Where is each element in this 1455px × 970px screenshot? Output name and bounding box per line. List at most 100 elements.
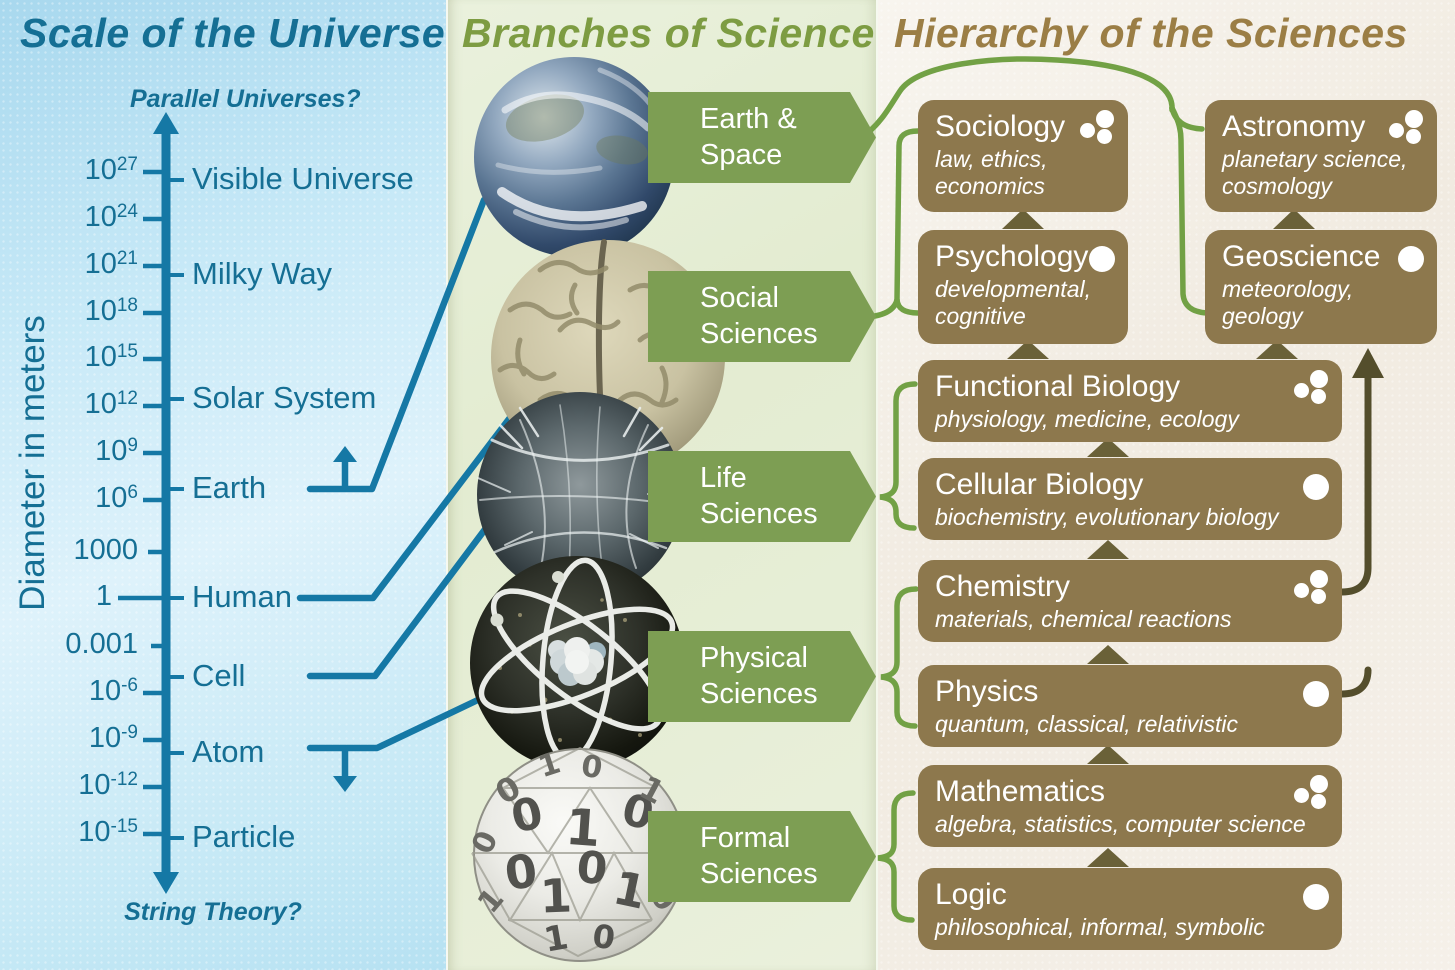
box-title: Cellular Biology <box>935 468 1144 501</box>
box-subtitle: materials, chemical reactions <box>935 606 1232 632</box>
life-brace <box>879 381 918 531</box>
box-title: Astronomy <box>1222 110 1366 143</box>
tick-1e6: 106 <box>95 482 138 514</box>
svg-text:0: 0 <box>590 917 617 958</box>
single-dot-icon <box>1303 474 1329 500</box>
label-human: Human <box>192 579 292 614</box>
box-title: Geoscience <box>1222 240 1381 273</box>
box-title: Mathematics <box>935 775 1106 808</box>
box-functional-biology: Functional Biology physiology, medicine,… <box>918 360 1342 442</box>
multi-dot-icon <box>1294 775 1330 811</box>
svg-text:0: 0 <box>501 843 540 901</box>
physical-brace <box>880 586 919 729</box>
box-astronomy: Astronomy planetary science, cosmology <box>1205 100 1437 212</box>
label-atom: Atom <box>192 734 265 769</box>
box-title: Psychology <box>935 240 1089 273</box>
tick-1000: 1000 <box>73 534 138 566</box>
label-earth: Earth <box>192 470 267 505</box>
scale-title: Scale of the Universe <box>20 10 446 56</box>
scale-to-image-connectors <box>296 196 516 781</box>
tick-1e-12: 10-12 <box>78 769 138 801</box>
earth-photo <box>474 57 674 257</box>
box-title: Logic <box>935 878 1007 911</box>
tick-1e-6: 10-6 <box>88 675 138 707</box>
social-bracket-top <box>894 128 921 303</box>
box-subtitle: law, ethics, economics <box>935 146 1048 199</box>
box-psychology: Psychology developmental, cognitive <box>918 230 1128 344</box>
box-subtitle: meteorology, geology <box>1222 276 1354 329</box>
banner-line: Sciences <box>700 318 818 350</box>
multi-dot-icon <box>1294 370 1330 406</box>
svg-text:0: 0 <box>574 842 610 896</box>
atom-connector-line <box>306 684 507 752</box>
label-solar-system: Solar System <box>192 380 377 415</box>
earth-space-arc <box>862 56 1175 138</box>
box-subtitle: developmental, cognitive <box>935 276 1091 329</box>
box-title: Functional Biology <box>935 370 1181 403</box>
svg-text:1: 1 <box>539 868 573 923</box>
single-dot-icon <box>1303 681 1329 707</box>
banner-line: Space <box>700 139 783 171</box>
label-milky-way: Milky Way <box>192 256 333 291</box>
svg-text:1: 1 <box>564 798 603 858</box>
tick-1: 1 <box>95 580 112 612</box>
tick-1e18: 1018 <box>84 295 138 327</box>
banner-line: Social <box>700 282 779 314</box>
cell-micrograph <box>477 392 683 598</box>
single-dot-icon <box>1303 884 1329 910</box>
earth-connector-line <box>306 196 488 493</box>
tick-1e24: 1024 <box>84 201 138 233</box>
tick-1e-15: 10-15 <box>78 816 138 848</box>
geoscience-hook <box>1169 105 1210 316</box>
multi-dot-icon <box>1389 110 1425 146</box>
label-visible-universe: Visible Universe <box>192 161 414 196</box>
box-subtitle: quantum, classical, relativistic <box>935 711 1238 737</box>
social-bracket-bottom <box>894 297 921 316</box>
banner-line: Sciences <box>700 678 818 710</box>
box-logic: Logic philosophical, informal, symbolic <box>918 868 1342 950</box>
banner-earth-space: Earth & Space <box>648 92 876 183</box>
tick-1e15: 1015 <box>84 341 138 373</box>
box-chemistry: Chemistry materials, chemical reactions <box>918 560 1342 642</box>
cell-connector-line <box>306 524 490 680</box>
merge-arrow-head <box>1352 348 1384 378</box>
single-dot-icon <box>1089 246 1115 272</box>
tick-0001: 0.001 <box>65 628 138 660</box>
box-cellular-biology: Cellular Biology biochemistry, evolution… <box>918 458 1342 540</box>
axis-ticks-left <box>118 169 165 837</box>
svg-text:0: 0 <box>579 749 605 787</box>
hierarchy-title: Hierarchy of the Sciences <box>894 10 1408 56</box>
scale-axis <box>118 112 184 894</box>
single-dot-icon <box>1398 246 1424 272</box>
smaller-arrow-head <box>333 776 357 792</box>
human-connector-line <box>296 411 516 602</box>
box-sociology: Sociology law, ethics, economics <box>918 100 1128 212</box>
physical-to-geoscience-arrow <box>1338 372 1372 698</box>
banner-line: Sciences <box>700 858 818 890</box>
banner-line: Physical <box>700 642 808 674</box>
tick-1e27: 1027 <box>84 154 138 186</box>
box-title: Chemistry <box>935 570 1071 603</box>
formal-brace <box>877 790 916 923</box>
hierarchy-up-arrows <box>1002 209 1315 867</box>
tick-1e21: 1021 <box>84 248 138 280</box>
larger-arrow-head <box>333 446 357 462</box>
multi-dot-icon <box>1080 110 1116 146</box>
tick-1e12: 1012 <box>84 388 138 420</box>
axis-ticks-right <box>167 178 184 840</box>
label-cell: Cell <box>192 658 246 693</box>
branches-title: Branches of Science <box>462 10 875 56</box>
box-subtitle: algebra, statistics, computer science <box>935 811 1306 837</box>
box-physics: Physics quantum, classical, relativistic <box>918 665 1342 747</box>
banner-line: Earth & <box>700 103 797 135</box>
branch-group-connectors <box>862 56 1210 923</box>
multi-dot-icon <box>1294 570 1330 606</box>
box-subtitle: biochemistry, evolutionary biology <box>935 504 1279 530</box>
banner-line: Life <box>700 462 747 494</box>
atom-illustration <box>470 556 684 770</box>
banner-line: Sciences <box>700 498 818 530</box>
